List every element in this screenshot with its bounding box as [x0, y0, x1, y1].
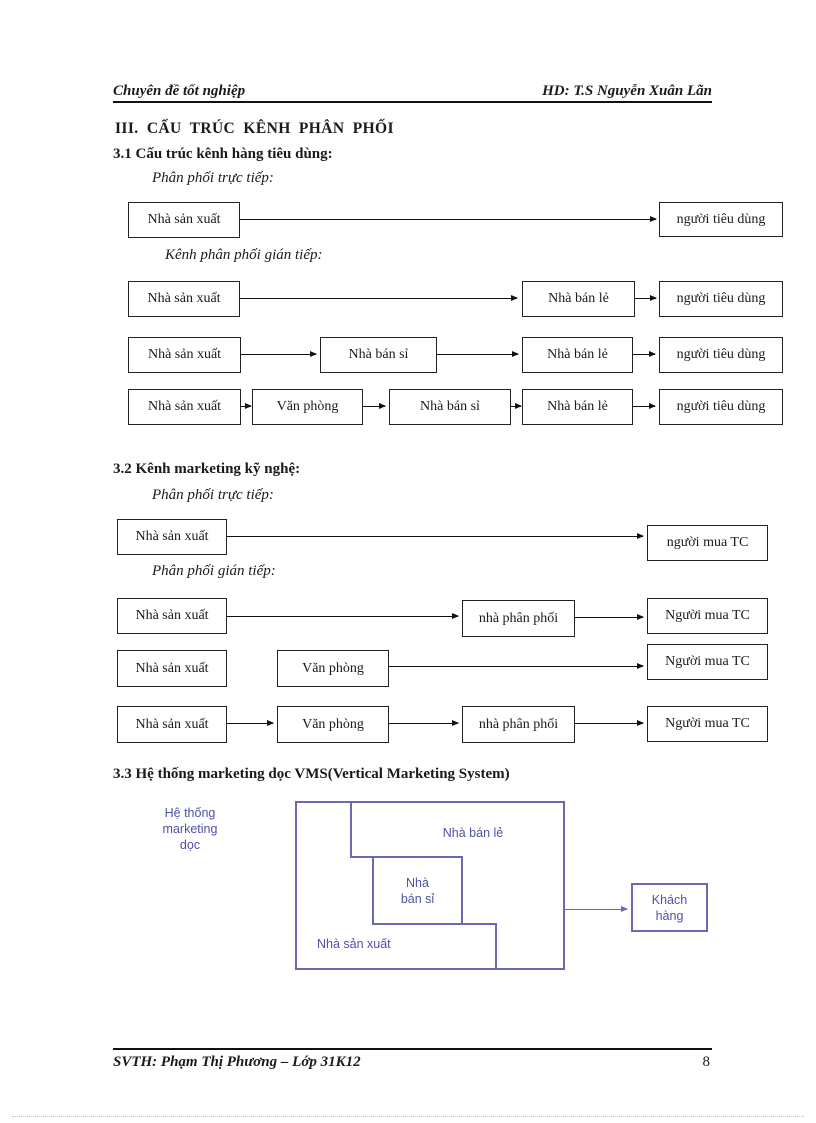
section-title-iii: III. CẤU TRÚC KÊNH PHÂN PHỐI — [115, 120, 394, 137]
box-producer: Nhà sản xuất — [128, 202, 240, 238]
arrow-right-icon — [227, 613, 459, 619]
arrow-right-icon — [635, 295, 657, 301]
box-retailer: Nhà bán lẻ — [522, 389, 633, 425]
arrow-right-icon — [240, 295, 518, 301]
label-direct-distribution-31: Phân phối trực tiếp: — [152, 170, 274, 186]
header-supervisor: HD: T.S Nguyễn Xuân Lãn — [542, 83, 712, 99]
box-distributor: nhà phân phối — [462, 706, 575, 743]
vms-partition-line — [495, 923, 497, 970]
label-indirect-distribution-32: Phân phối gián tiếp: — [152, 563, 276, 579]
box-industrial-buyer: Người mua TC — [647, 644, 768, 680]
box-industrial-buyer: Người mua TC — [647, 598, 768, 634]
vms-retailer-label: Nhà bán lẻ — [442, 826, 504, 840]
page-break-dotted-line — [12, 1116, 804, 1117]
arrow-right-icon — [633, 403, 656, 409]
box-industrial-buyer: người mua TC — [647, 525, 768, 561]
vms-side-label-line3: dọc — [179, 838, 201, 852]
vms-outer-box — [295, 801, 565, 970]
box-wholesaler: Nhà bán sỉ — [389, 389, 511, 425]
arrow-right-icon — [241, 403, 252, 409]
arrow-right-icon — [575, 614, 644, 620]
vms-customer-label-line1: Khách — [651, 892, 688, 907]
arrow-right-icon — [240, 216, 657, 222]
arrow-right-icon — [389, 720, 459, 726]
box-retailer: Nhà bán lẻ — [522, 281, 635, 317]
vms-producer-label: Nhà sản xuất — [317, 937, 391, 951]
arrow-right-icon — [511, 403, 522, 409]
box-producer: Nhà sản xuất — [117, 519, 227, 555]
arrow-right-icon — [363, 403, 386, 409]
box-industrial-buyer: Người mua TC — [647, 706, 768, 742]
box-producer: Nhà sản xuất — [128, 389, 241, 425]
footer-rule — [113, 1048, 712, 1050]
box-producer: Nhà sản xuất — [117, 650, 227, 687]
vms-customer-label-line2: hàng — [655, 908, 684, 923]
vms-wholesaler-box — [372, 856, 463, 925]
vms-wholesaler-label: Nhà bán sỉ — [372, 856, 463, 925]
vms-wholesaler-label-line1: Nhà — [406, 875, 429, 890]
vms-partition-line — [350, 801, 352, 858]
box-office: Văn phòng — [277, 650, 389, 687]
box-consumer: người tiêu dùng — [659, 389, 783, 425]
box-office: Văn phòng — [277, 706, 389, 743]
box-consumer: người tiêu dùng — [659, 337, 783, 373]
box-producer: Nhà sản xuất — [128, 281, 240, 317]
vms-wholesaler-label-line2: bán sỉ — [400, 891, 435, 906]
footer-page-number: 8 — [702, 1054, 711, 1070]
label-indirect-distribution-31: Kênh phân phối gián tiếp: — [165, 247, 323, 263]
vms-side-label-line2: marketing — [162, 822, 218, 836]
vms-partition-line — [461, 923, 497, 925]
box-consumer: người tiêu dùng — [659, 202, 783, 237]
arrow-right-icon — [227, 720, 274, 726]
arrow-right-icon — [437, 351, 519, 357]
section-title-3-3: 3.3 Hệ thống marketing dọc VMS(Vertical … — [113, 766, 510, 782]
label-direct-distribution-32: Phân phối trực tiếp: — [152, 487, 274, 503]
box-wholesaler: Nhà bán sỉ — [320, 337, 437, 373]
box-consumer: người tiêu dùng — [659, 281, 783, 317]
arrow-right-icon — [241, 351, 317, 357]
box-retailer: Nhà bán lẻ — [522, 337, 633, 373]
arrow-right-icon — [575, 720, 644, 726]
section-title-3-2: 3.2 Kênh marketing kỹ nghệ: — [113, 461, 301, 477]
vms-side-label-line1: Hệ thống — [164, 806, 216, 820]
box-producer: Nhà sản xuất — [117, 706, 227, 743]
footer-author: SVTH: Phạm Thị Phương – Lớp 31K12 — [113, 1054, 361, 1070]
box-producer: Nhà sản xuất — [117, 598, 227, 634]
section-title-3-1: 3.1 Cấu trúc kênh hàng tiêu dùng: — [113, 146, 333, 162]
arrow-right-icon — [389, 663, 644, 669]
vms-customer-box: Khách hàng — [631, 883, 708, 932]
arrow-right-icon — [633, 351, 656, 357]
arrow-right-icon — [227, 533, 644, 539]
vms-side-label: Hệ thống marketing dọc — [145, 805, 235, 853]
box-distributor: nhà phân phối — [462, 600, 575, 637]
box-producer: Nhà sản xuất — [128, 337, 241, 373]
header-course-title: Chuyên đề tốt nghiệp — [113, 83, 246, 99]
box-office: Văn phòng — [252, 389, 363, 425]
header-rule — [113, 101, 712, 103]
arrow-right-icon — [565, 906, 628, 912]
